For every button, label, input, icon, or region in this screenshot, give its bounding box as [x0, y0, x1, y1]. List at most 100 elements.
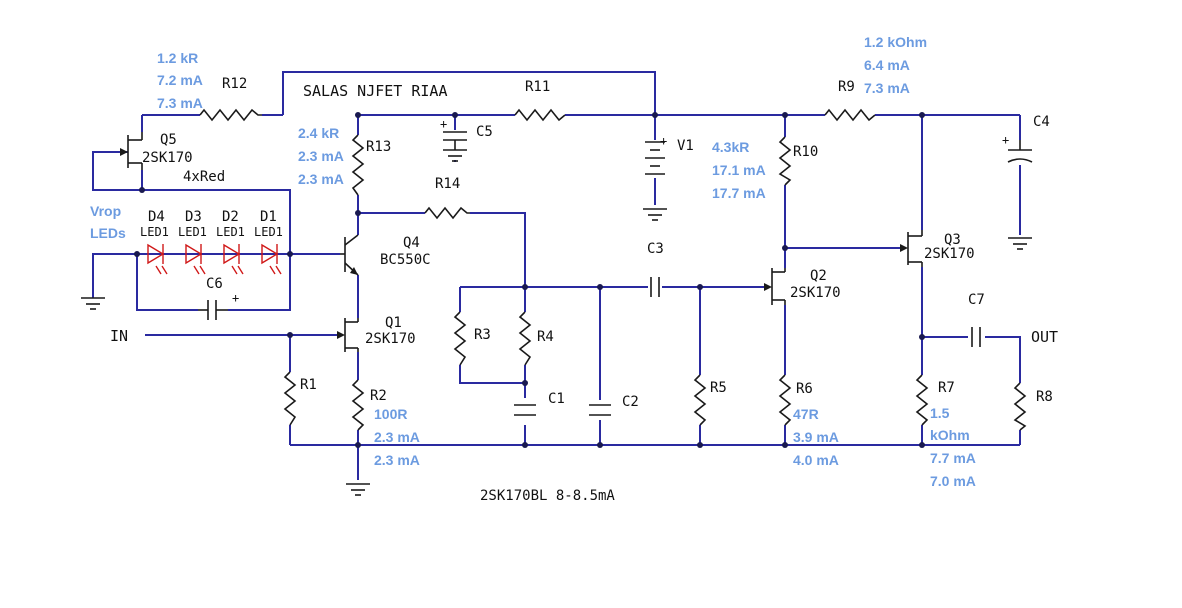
resistor-r1 [283, 371, 297, 426]
label-r2: R2 [370, 388, 387, 404]
svg-text:100R: 100R [374, 406, 407, 422]
led-d4 [147, 243, 168, 275]
svg-text:+: + [1002, 133, 1009, 147]
svg-text:1.2 kR: 1.2 kR [157, 50, 198, 66]
label-r4: R4 [537, 329, 554, 345]
svg-text:+: + [440, 117, 447, 131]
svg-text:2.3 mA: 2.3 mA [374, 429, 420, 445]
label-r9: R9 [838, 79, 855, 95]
capacitor-c3 [650, 277, 660, 297]
svg-text:7.2 mA: 7.2 mA [157, 72, 203, 88]
annotation-r9: 1.2 kOhm 6.4 mA 7.3 mA [864, 34, 927, 96]
label-r6: R6 [796, 381, 813, 397]
led-d2 [223, 243, 244, 275]
jfet-q3 [900, 230, 923, 267]
label-r1: R1 [300, 377, 317, 393]
annotation-r10: 4.3kR 17.1 mA 17.7 mA [712, 139, 766, 201]
label-r10: R10 [793, 144, 818, 160]
label-c7: C7 [968, 292, 985, 308]
resistor-r10 [778, 136, 792, 186]
label-r8: R8 [1036, 389, 1053, 405]
resistor-r14 [424, 206, 470, 220]
label-led-d1: LED1 [254, 225, 283, 239]
label-d3: D3 [185, 209, 202, 225]
label-output: OUT [1031, 328, 1058, 346]
svg-text:1.5: 1.5 [930, 405, 950, 421]
label-q3-type: 2SK170 [924, 246, 975, 262]
label-v1: V1 [677, 138, 694, 154]
label-c4: C4 [1033, 114, 1050, 130]
annotation-vrop-leds: Vrop LEDs [90, 203, 126, 241]
svg-text:47R: 47R [793, 406, 819, 422]
led-d1 [261, 243, 282, 275]
svg-text:Vrop: Vrop [90, 203, 121, 219]
bjt-q4 [340, 234, 359, 276]
junction-dots [134, 112, 925, 448]
label-q1-type: 2SK170 [365, 331, 416, 347]
label-d4: D4 [148, 209, 165, 225]
svg-text:+: + [232, 291, 239, 305]
label-d1: D1 [260, 209, 277, 225]
capacitor-c5: + [440, 117, 467, 162]
label-leds-note: 4xRed [183, 169, 225, 185]
label-r13: R13 [366, 139, 391, 155]
ground-symbol [643, 208, 667, 221]
label-q4: Q4 [403, 235, 420, 251]
svg-text:2.3 mA: 2.3 mA [298, 148, 344, 164]
ground-symbol [1008, 237, 1032, 250]
battery-v1: + [645, 134, 667, 175]
label-c3: C3 [647, 241, 664, 257]
label-r7: R7 [938, 380, 955, 396]
svg-text:+: + [660, 134, 667, 148]
svg-text:3.9 mA: 3.9 mA [793, 429, 839, 445]
jfet-q1 [337, 318, 359, 352]
label-r3: R3 [474, 327, 491, 343]
resistor-r12 [199, 108, 262, 122]
svg-text:7.3 mA: 7.3 mA [157, 95, 203, 111]
svg-text:4.0 mA: 4.0 mA [793, 452, 839, 468]
annotation-r13: 2.4 kR 2.3 mA 2.3 mA [298, 125, 344, 187]
led-d3 [185, 243, 206, 275]
jfet-q2 [764, 268, 786, 305]
label-q2: Q2 [810, 268, 827, 284]
svg-text:7.7 mA: 7.7 mA [930, 450, 976, 466]
resistor-r4 [518, 311, 532, 366]
label-d2: D2 [222, 209, 239, 225]
resistor-r9 [824, 108, 876, 122]
label-r14: R14 [435, 176, 460, 192]
label-q1: Q1 [385, 315, 402, 331]
annotation-r7: 1.5 kOhm 7.7 mA 7.0 mA [930, 405, 976, 489]
svg-text:17.1 mA: 17.1 mA [712, 162, 766, 178]
resistor-r2 [351, 379, 365, 431]
label-q5-type: 2SK170 [142, 150, 193, 166]
svg-text:1.2 kOhm: 1.2 kOhm [864, 34, 927, 50]
capacitor-c4: + [1002, 133, 1033, 163]
label-r12: R12 [222, 76, 247, 92]
capacitor-c1 [514, 404, 536, 416]
resistor-r7 [915, 374, 929, 426]
svg-text:7.0 mA: 7.0 mA [930, 473, 976, 489]
svg-text:17.7 mA: 17.7 mA [712, 185, 766, 201]
label-led-d3: LED1 [178, 225, 207, 239]
label-c1: C1 [548, 391, 565, 407]
label-q2-type: 2SK170 [790, 285, 841, 301]
capacitor-c6: + [198, 291, 239, 320]
resistor-r11 [514, 108, 566, 122]
label-c2: C2 [622, 394, 639, 410]
annotation-r6: 47R 3.9 mA 4.0 mA [793, 406, 839, 468]
wires [92, 71, 1021, 480]
svg-text:2.4 kR: 2.4 kR [298, 125, 339, 141]
ground-symbol [81, 297, 105, 310]
diagram-title: SALAS NJFET RIAA [303, 82, 448, 100]
label-c6: C6 [206, 276, 223, 292]
capacitor-c7 [971, 327, 981, 347]
svg-text:2.3 mA: 2.3 mA [374, 452, 420, 468]
label-input: IN [110, 327, 128, 345]
label-led-d4: LED1 [140, 225, 169, 239]
label-r11: R11 [525, 79, 550, 95]
resistor-r6 [778, 374, 792, 426]
svg-text:7.3 mA: 7.3 mA [864, 80, 910, 96]
label-q5: Q5 [160, 132, 177, 148]
resistor-r3 [453, 311, 467, 366]
